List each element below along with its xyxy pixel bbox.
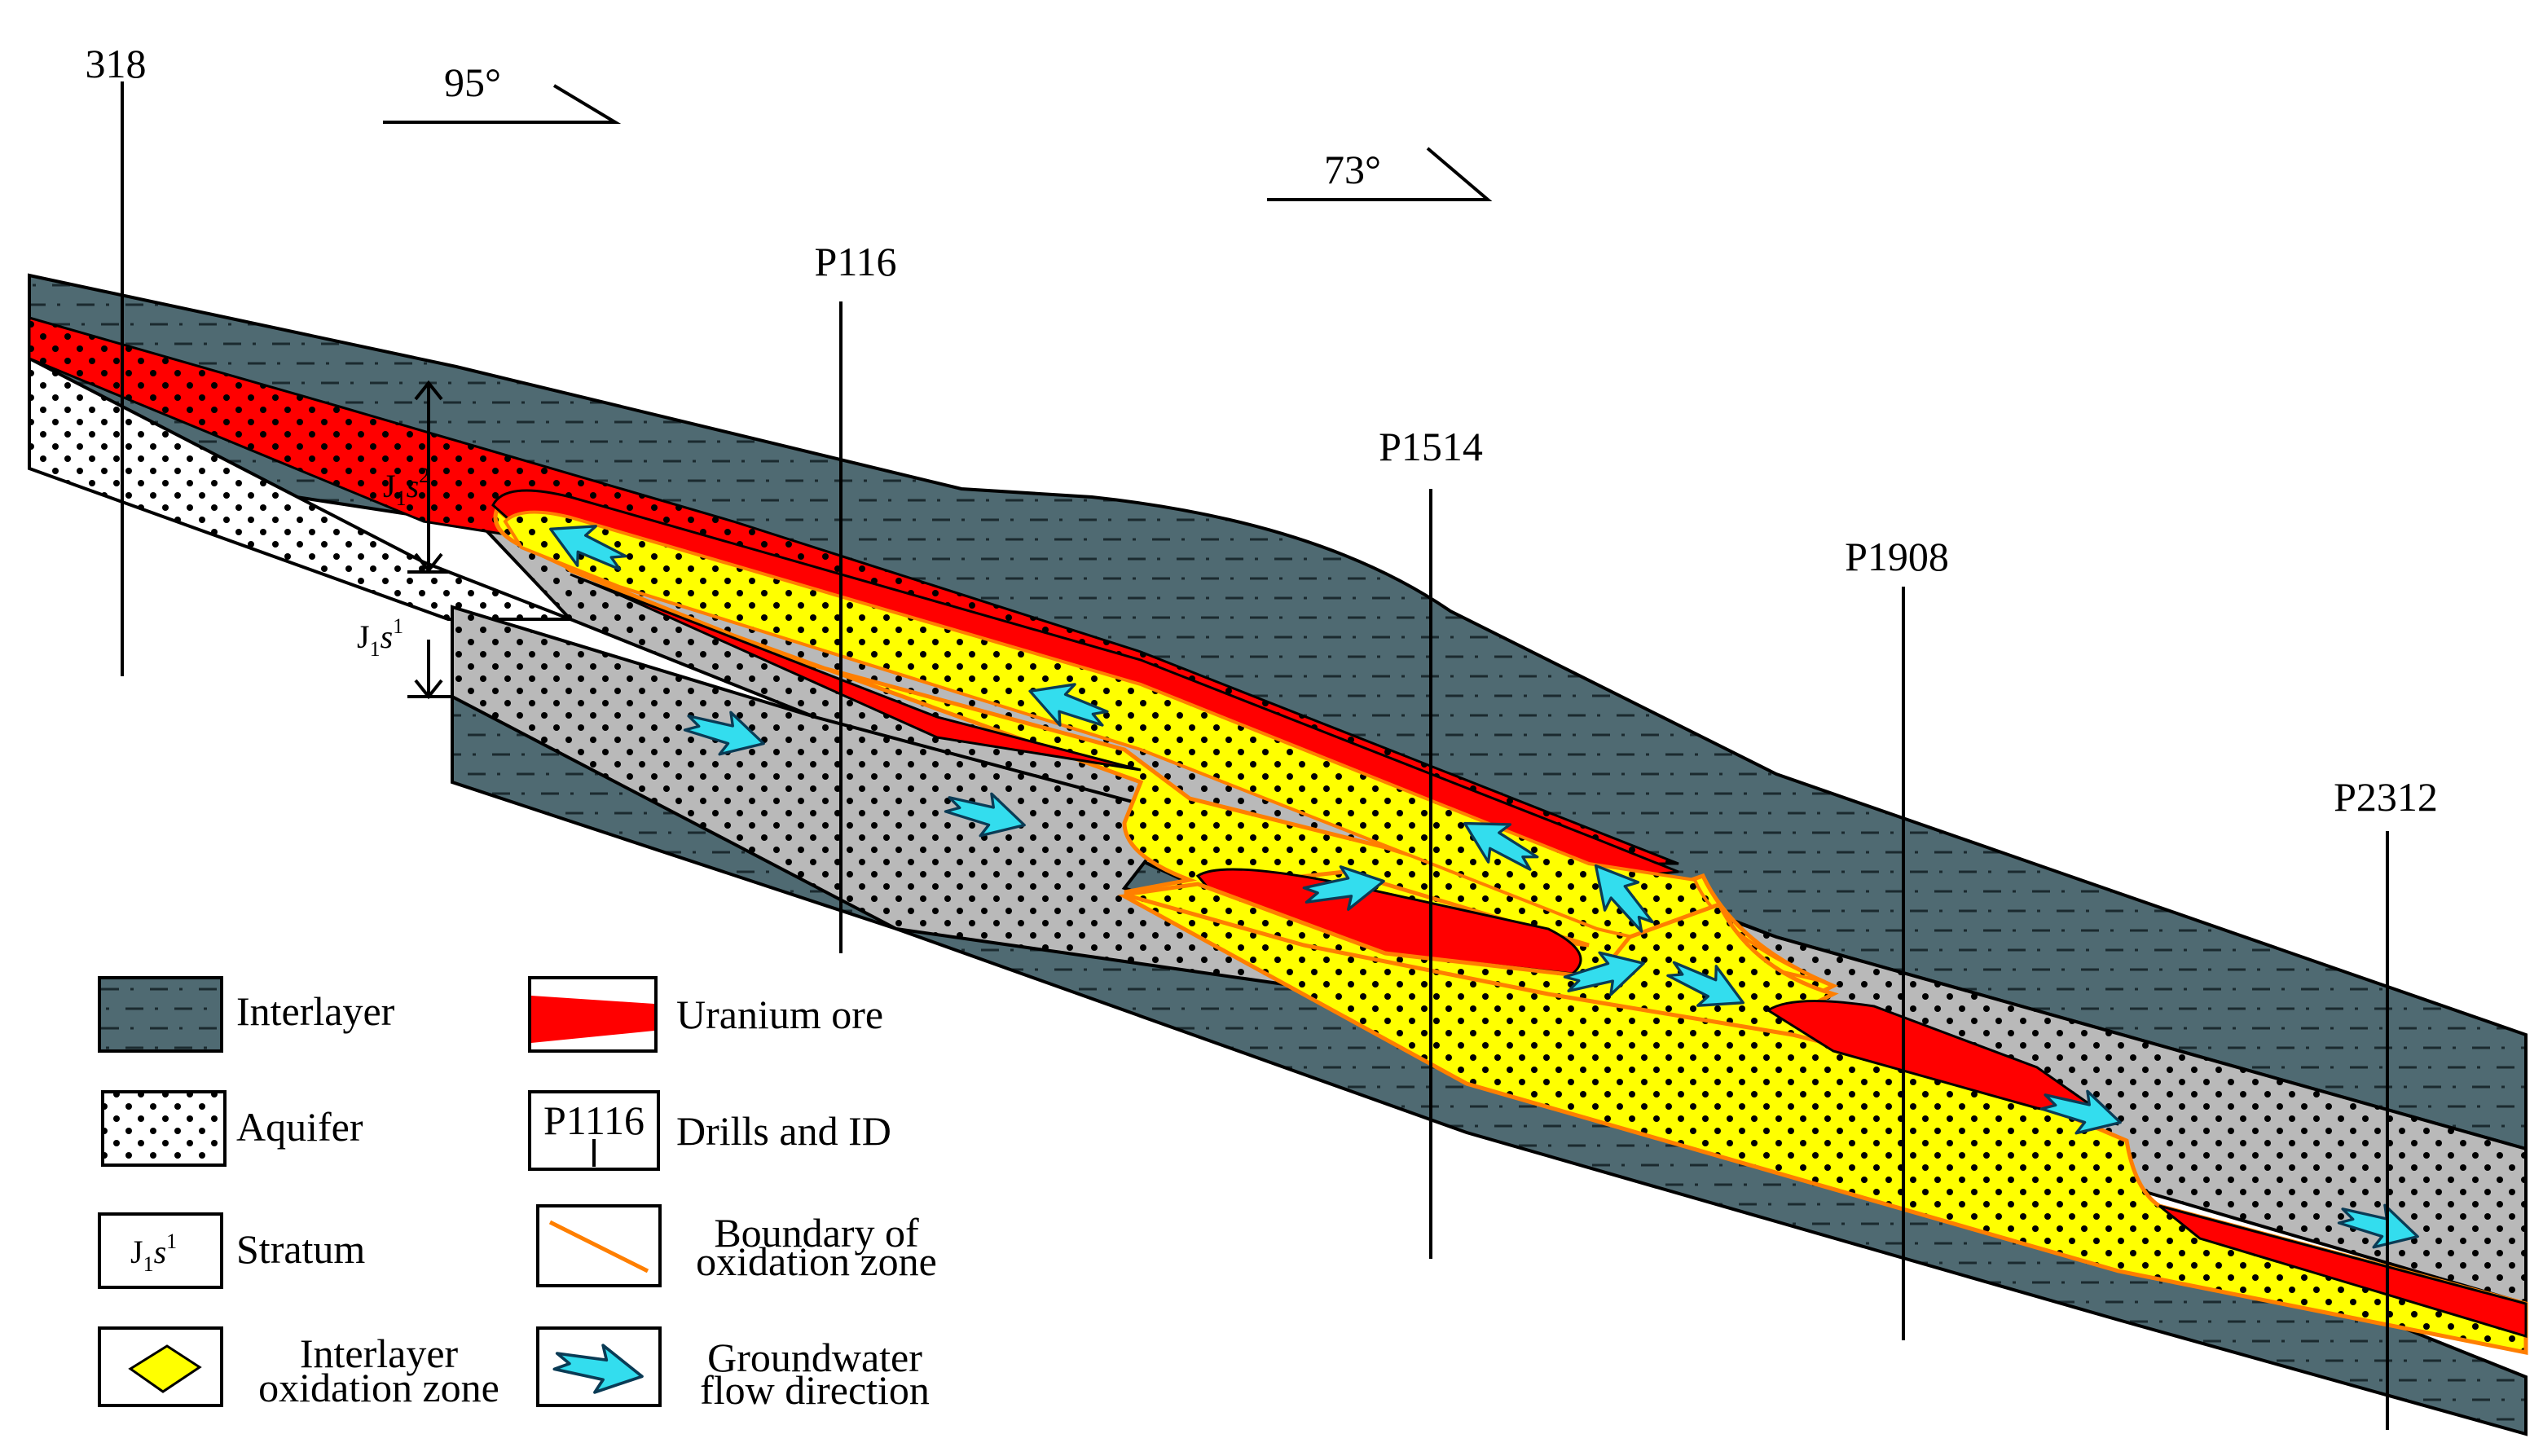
legend-label-oxidation-1: Interlayer [300, 1331, 459, 1376]
stratum-letter: s [154, 1234, 167, 1270]
ore-tongue-p116 [570, 573, 1142, 772]
stratum-base: J [357, 618, 370, 655]
legend-boundary-line [548, 1220, 649, 1273]
dip-angle-label: 73° [1324, 147, 1381, 192]
stratum-markers [407, 380, 452, 700]
drill-holes [121, 81, 2389, 1430]
stratum-sup: 1 [393, 614, 403, 638]
legend: Interlayer Aquifer J1s1 Stratum Interlay… [98, 976, 937, 1413]
drill-label: P1908 [1845, 534, 1949, 579]
legend-label-oxidation-2: oxidation zone [258, 1365, 499, 1410]
legend-label-boundary-2: oxidation zone [696, 1238, 937, 1284]
stratum-sub: 1 [143, 1252, 154, 1276]
legend-drill-sample: P1116 [543, 1097, 645, 1143]
legend-swatch-interlayer [98, 976, 223, 1053]
legend-label-aquifer: Aquifer [236, 1104, 363, 1150]
stratum-upper-label: J1s2 [383, 464, 429, 510]
upper-aquifer-white [28, 355, 571, 621]
ore-lens-p2312 [2158, 1204, 2528, 1339]
drill-label: P1514 [1379, 424, 1483, 469]
legend-oxidation-icon [128, 1344, 202, 1393]
legend-label-drills: Drills and ID [676, 1108, 891, 1154]
stratum-sub: 1 [396, 486, 407, 510]
stratum-sup: 2 [419, 464, 429, 487]
legend-label-ore: Uranium ore [676, 992, 883, 1037]
stratum-letter: s [381, 618, 394, 655]
legend-swatch-aquifer [101, 1090, 227, 1167]
legend-stratum-symbol: J1s1 [130, 1229, 177, 1276]
stratum-base: J [130, 1234, 143, 1270]
drill-labels: 318 P116 P1514 P1908 P2312 [86, 41, 2438, 820]
legend-ore-icon [531, 996, 654, 1043]
drill-label: P2312 [2334, 774, 2438, 820]
stratum-letter: s [407, 468, 420, 504]
legend-label-interlayer: Interlayer [236, 988, 395, 1034]
drill-label: P116 [815, 239, 897, 284]
legend-label-groundwater-2: flow direction [700, 1367, 930, 1413]
stratum-sub: 1 [370, 637, 381, 661]
legend-label-groundwater-1: Groundwater [707, 1335, 922, 1380]
drill-label: 318 [86, 41, 147, 86]
legend-swatch-stratum [98, 1212, 223, 1289]
dip-symbol-2: 73° [1267, 147, 1493, 201]
legend-label-stratum: Stratum [236, 1226, 365, 1272]
dip-angle-label: 95° [444, 59, 501, 105]
stratum-base: J [383, 468, 396, 504]
oxidation-inner [503, 510, 1826, 983]
stratum-sup: 1 [166, 1229, 177, 1253]
stratum-lower-label: J1s1 [357, 614, 403, 661]
dip-symbol-1: 95° [383, 59, 622, 124]
legend-label-boundary-1: Boundary of [714, 1210, 919, 1256]
